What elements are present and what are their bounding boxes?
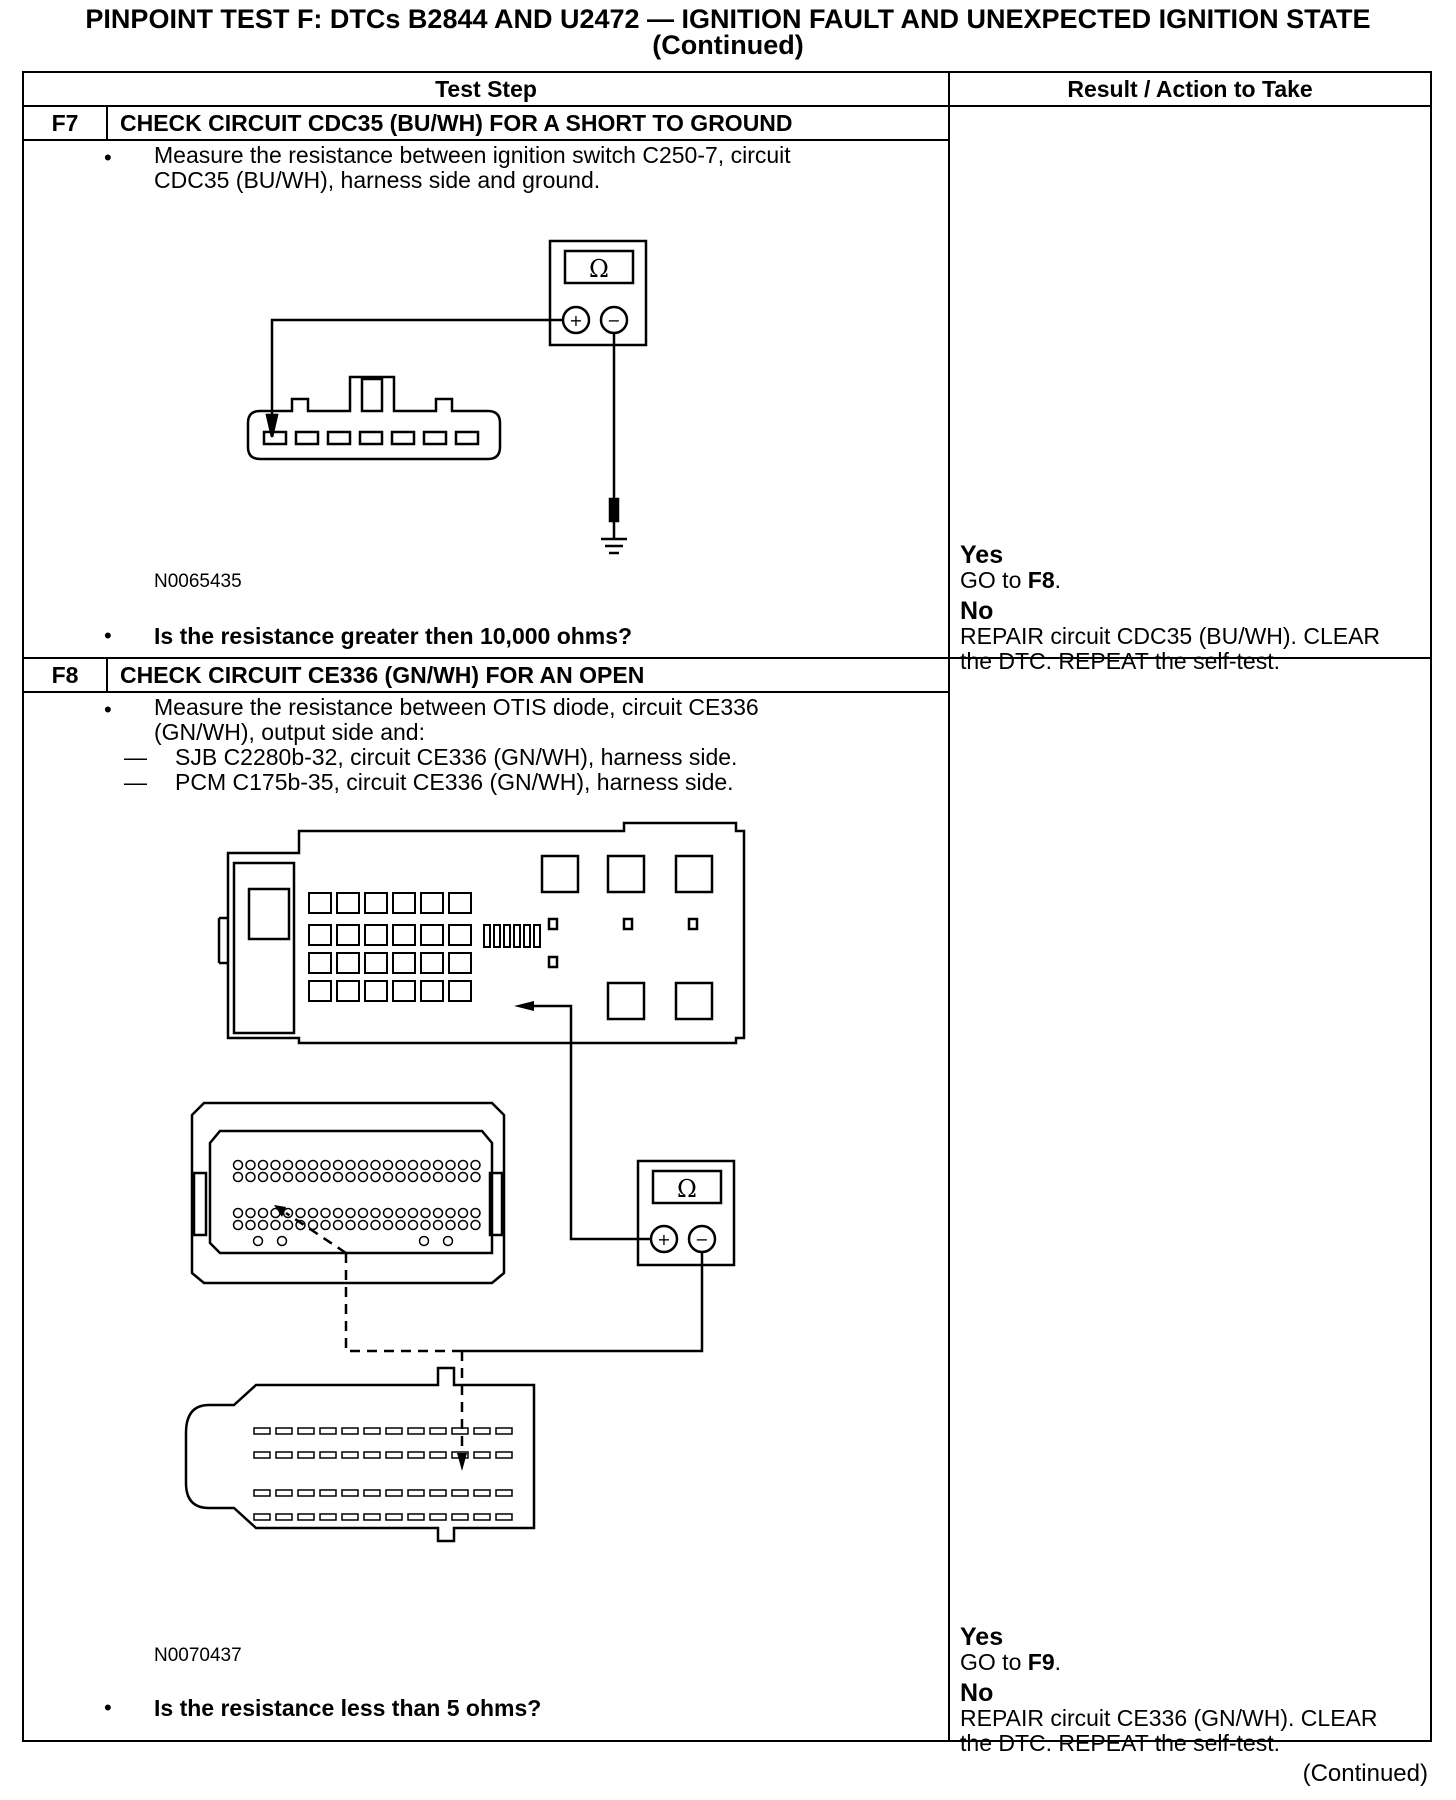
yes-action: GO to F8. [960, 567, 1061, 593]
step-f7-title-row: F7 CHECK CIRCUIT CDC35 (BU/WH) FOR A SHO… [22, 105, 1433, 674]
step-id: F7 [22, 105, 108, 141]
table-header-row: Test Step Result / Action to Take [21, 71, 1433, 107]
step-f7-body-row: • Measure the resistance between ignitio… [21, 139, 1431, 659]
step-f8-body: • Measure the resistance between OTIS di… [21, 691, 951, 1742]
minus-terminal-icon: − [695, 1230, 708, 1249]
minus-terminal-icon: − [607, 311, 620, 330]
step-f7-result: Yes GO to F8. No REPAIR circuit CDC35 (B… [948, 105, 1433, 674]
plus-terminal-icon: + [657, 1230, 670, 1249]
step-f8-body-row: • Measure the resistance between OTIS di… [21, 691, 1431, 1742]
figure-id: N0070437 [154, 1645, 242, 1666]
yes-label: Yes [960, 1623, 1004, 1651]
ohmmeter-open-circuit-diagram: Ω + − [184, 821, 746, 1543]
pcm-connector-pins [232, 1159, 481, 1247]
step-title: CHECK CIRCUIT CE336 (GN/WH) FOR AN OPEN [105, 657, 951, 693]
no-label: No [960, 597, 994, 625]
ohm-symbol: Ω [589, 255, 609, 283]
step-f8-title-row: F8 CHECK CIRCUIT CE336 (GN/WH) FOR AN OP… [22, 657, 1433, 1756]
step-id: F8 [22, 657, 108, 693]
continued-footer: (Continued) [1302, 1760, 1428, 1787]
step-f7-body: • Measure the resistance between ignitio… [21, 139, 951, 659]
yes-action: GO to F9. [960, 1649, 1061, 1675]
figure-id: N0065435 [154, 571, 242, 592]
no-action-1: REPAIR circuit CE336 (GN/WH). CLEAR [960, 1705, 1378, 1731]
no-label: No [960, 1679, 994, 1707]
instruction: Measure the resistance between ignition … [154, 142, 791, 193]
sub-instruction-1: —SJB C2280b-32, circuit CE336 (GN/WH), h… [124, 744, 738, 770]
sjb-connector-pins [253, 1427, 513, 1521]
sjb-fuse-grid [308, 892, 541, 1002]
step-f8-result: Yes GO to F9. No REPAIR circuit CE336 (G… [948, 657, 1433, 1756]
question: Is the resistance less than 5 ohms? [154, 1695, 542, 1721]
page-subtitle: (Continued) [652, 30, 804, 60]
yes-label: Yes [960, 541, 1004, 569]
no-action-1: REPAIR circuit CDC35 (BU/WH). CLEAR [960, 623, 1381, 649]
result-header: Result / Action to Take [948, 71, 1433, 107]
step-title: CHECK CIRCUIT CDC35 (BU/WH) FOR A SHORT … [105, 105, 951, 141]
ohm-symbol: Ω [677, 1175, 697, 1203]
instruction: Measure the resistance between OTIS diod… [154, 694, 759, 745]
sub-instruction-2: —PCM C175b-35, circuit CE336 (GN/WH), ha… [124, 769, 734, 795]
no-action-2: the DTC. REPEAT the self-test. [960, 1730, 1280, 1756]
question: Is the resistance greater then 10,000 oh… [154, 623, 633, 649]
test-step-header: Test Step [21, 71, 951, 107]
plus-terminal-icon: + [569, 311, 582, 330]
page-title: PINPOINT TEST F: DTCs B2844 AND U2472 — … [85, 4, 1371, 34]
pinpoint-test-table: Test Step Result / Action to Take F7 CHE… [21, 71, 1433, 1756]
ohmmeter-ground-diagram: Ω + − [246, 239, 648, 555]
